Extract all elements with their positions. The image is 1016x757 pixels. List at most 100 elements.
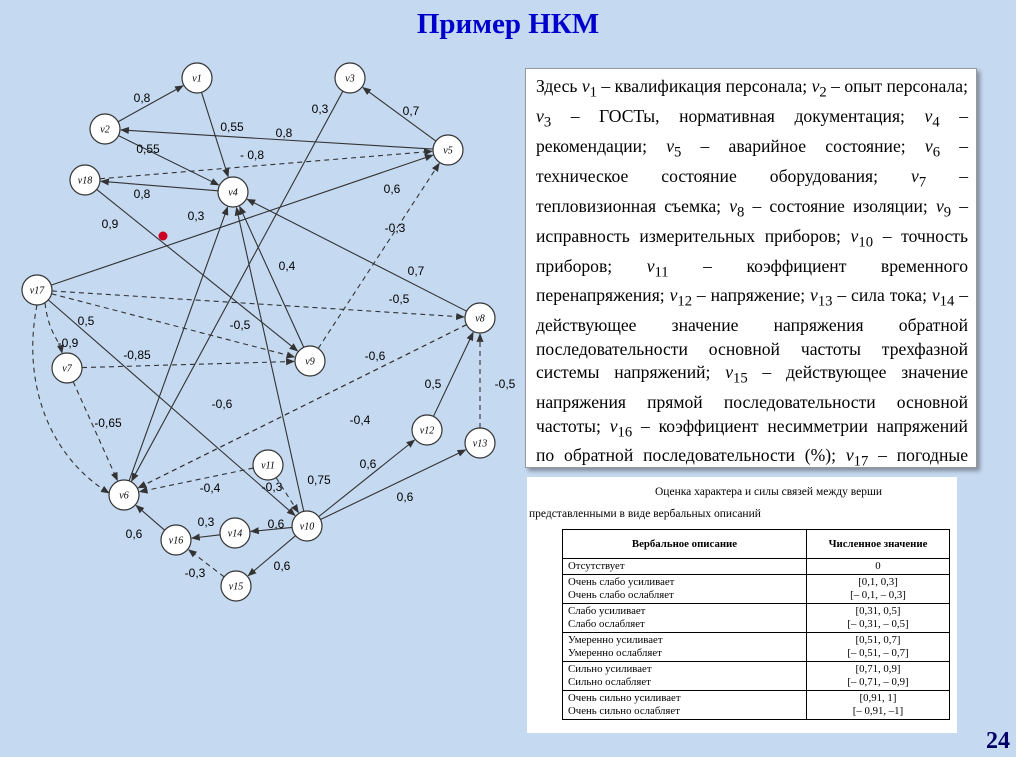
edge-weight-label: 0,5 [78, 314, 95, 328]
node-label: v3 [345, 74, 354, 85]
numeric-line: 0 [875, 560, 881, 572]
edge-weight-label: 0,3 [198, 515, 215, 529]
node-v9: v9 [294, 345, 326, 377]
edge-weight-label: -0,5 [230, 318, 251, 332]
node-v1: v1 [181, 62, 213, 94]
edge-weight-label: 0,6 [126, 527, 143, 541]
node-label: v15 [229, 582, 243, 593]
description-box: Здесь v1 – квалификация персонала; v2 – … [525, 68, 977, 468]
edge-v1-v4 [200, 92, 230, 178]
page-number: 24 [986, 728, 1010, 754]
node-v3: v3 [334, 62, 366, 94]
edge-weight-label: -0,6 [365, 349, 386, 363]
edge-v10-v15 [247, 535, 296, 577]
numeric-cell: [0,31, 0,5][– 0,31, – 0,5] [806, 603, 950, 633]
edge-weight-label: 0,4 [279, 259, 296, 273]
node-label: v1 [192, 74, 201, 85]
numeric-line: [0,31, 0,5] [855, 605, 901, 617]
numeric-line: [– 0,51, – 0,7] [847, 647, 909, 659]
node-v15: v15 [220, 570, 252, 602]
caption-line-2: представленными в виде вербальных описан… [529, 508, 761, 520]
edge-weight-label: 0,8 [134, 187, 151, 201]
edge-v5-v2 [120, 126, 434, 150]
verbal-cell: Отсутствует [562, 558, 807, 575]
edge-weight-label: 0,7 [403, 104, 420, 118]
slide-title: Пример НКМ [416, 8, 600, 40]
edge-weight-label: 0,6 [397, 490, 414, 504]
node-v12: v12 [411, 414, 443, 446]
edge-weight-label: -0,4 [200, 481, 221, 495]
node-label: v14 [228, 529, 242, 540]
node-label: v11 [261, 461, 275, 472]
node-circle [181, 62, 213, 94]
node-v18: v18 [69, 164, 101, 196]
node-label: v10 [300, 522, 314, 533]
edge-weight-label: -0,4 [350, 413, 371, 427]
edge-v18-v9 [96, 188, 299, 352]
verbal-line: Слабо усиливает [568, 605, 646, 617]
node-label: v13 [473, 439, 487, 450]
red-marker-dot [158, 231, 168, 241]
numeric-cell: [0,51, 0,7][– 0,51, – 0,7] [806, 632, 950, 662]
node-v4: v4 [217, 176, 249, 208]
node-circle [411, 414, 443, 446]
verbal-line: Сильно ослабляет [568, 676, 651, 688]
node-v13: v13 [464, 427, 496, 459]
numeric-line: [0,1, 0,3] [858, 576, 898, 588]
node-label: v17 [30, 286, 45, 297]
node-circle [464, 302, 496, 334]
node-label: v2 [100, 125, 109, 136]
verbal-line: Очень слабо ослабляет [568, 589, 674, 601]
node-label: v16 [169, 536, 183, 547]
edge-v11-v6 [138, 467, 254, 494]
edge-weight-label: 0,5 [425, 377, 442, 391]
edge-v10-v14 [250, 526, 293, 535]
verbal-line: Очень сильно усиливает [568, 692, 681, 704]
header-numeric: Численное значение [806, 529, 950, 559]
edge-v6-v4 [128, 206, 229, 482]
numeric-cell: [0,91, 1][– 0,91, –1] [806, 690, 950, 720]
edge-weight-label: 0,55 [136, 142, 160, 156]
verbal-line: Очень сильно ослабляет [568, 705, 680, 717]
relation-scale-table: Вербальное описание Численное значение О… [562, 529, 950, 720]
node-circle [291, 510, 323, 542]
node-v17: v17 [21, 274, 53, 306]
edge-weight-label: - 0,8 [240, 148, 264, 162]
edge-weight-label: 0,6 [384, 182, 401, 196]
verbal-line: Умеренно ослабляет [568, 647, 662, 659]
node-circle [21, 274, 53, 306]
edge-weight-label: -0,9 [58, 336, 79, 350]
caption-line-1: Оценка характера и силы связей между вер… [655, 486, 882, 498]
edge-weight-label: 0,75 [307, 473, 331, 487]
node-label: v4 [228, 188, 237, 199]
edge-v17-v5 [51, 154, 434, 286]
edge-v8-v4 [246, 198, 467, 312]
node-v7: v7 [51, 352, 83, 384]
numeric-line: [– 0,71, – 0,9] [847, 676, 909, 688]
verbal-line: Отсутствует [568, 560, 625, 572]
edge-weight-label: -0,3 [262, 480, 283, 494]
node-circle [294, 345, 326, 377]
node-label: v12 [420, 426, 434, 437]
edge-v17-v8 [51, 290, 465, 321]
edge-v10-v12 [318, 439, 416, 518]
edge-v17-v7 [44, 302, 64, 354]
node-v2: v2 [89, 113, 121, 145]
node-label: v6 [119, 491, 128, 502]
edge-weight-label: 0,3 [312, 102, 329, 116]
edge-v16-v6 [135, 504, 166, 531]
edge-weight-label: -0,5 [389, 292, 410, 306]
node-v10: v10 [291, 510, 323, 542]
node-circle [160, 524, 192, 556]
edge-v2-v4 [118, 135, 220, 186]
verbal-line: Умеренно усиливает [568, 634, 663, 646]
edge-v15-v16 [187, 549, 225, 578]
node-v5: v5 [432, 134, 464, 166]
node-circle [89, 113, 121, 145]
